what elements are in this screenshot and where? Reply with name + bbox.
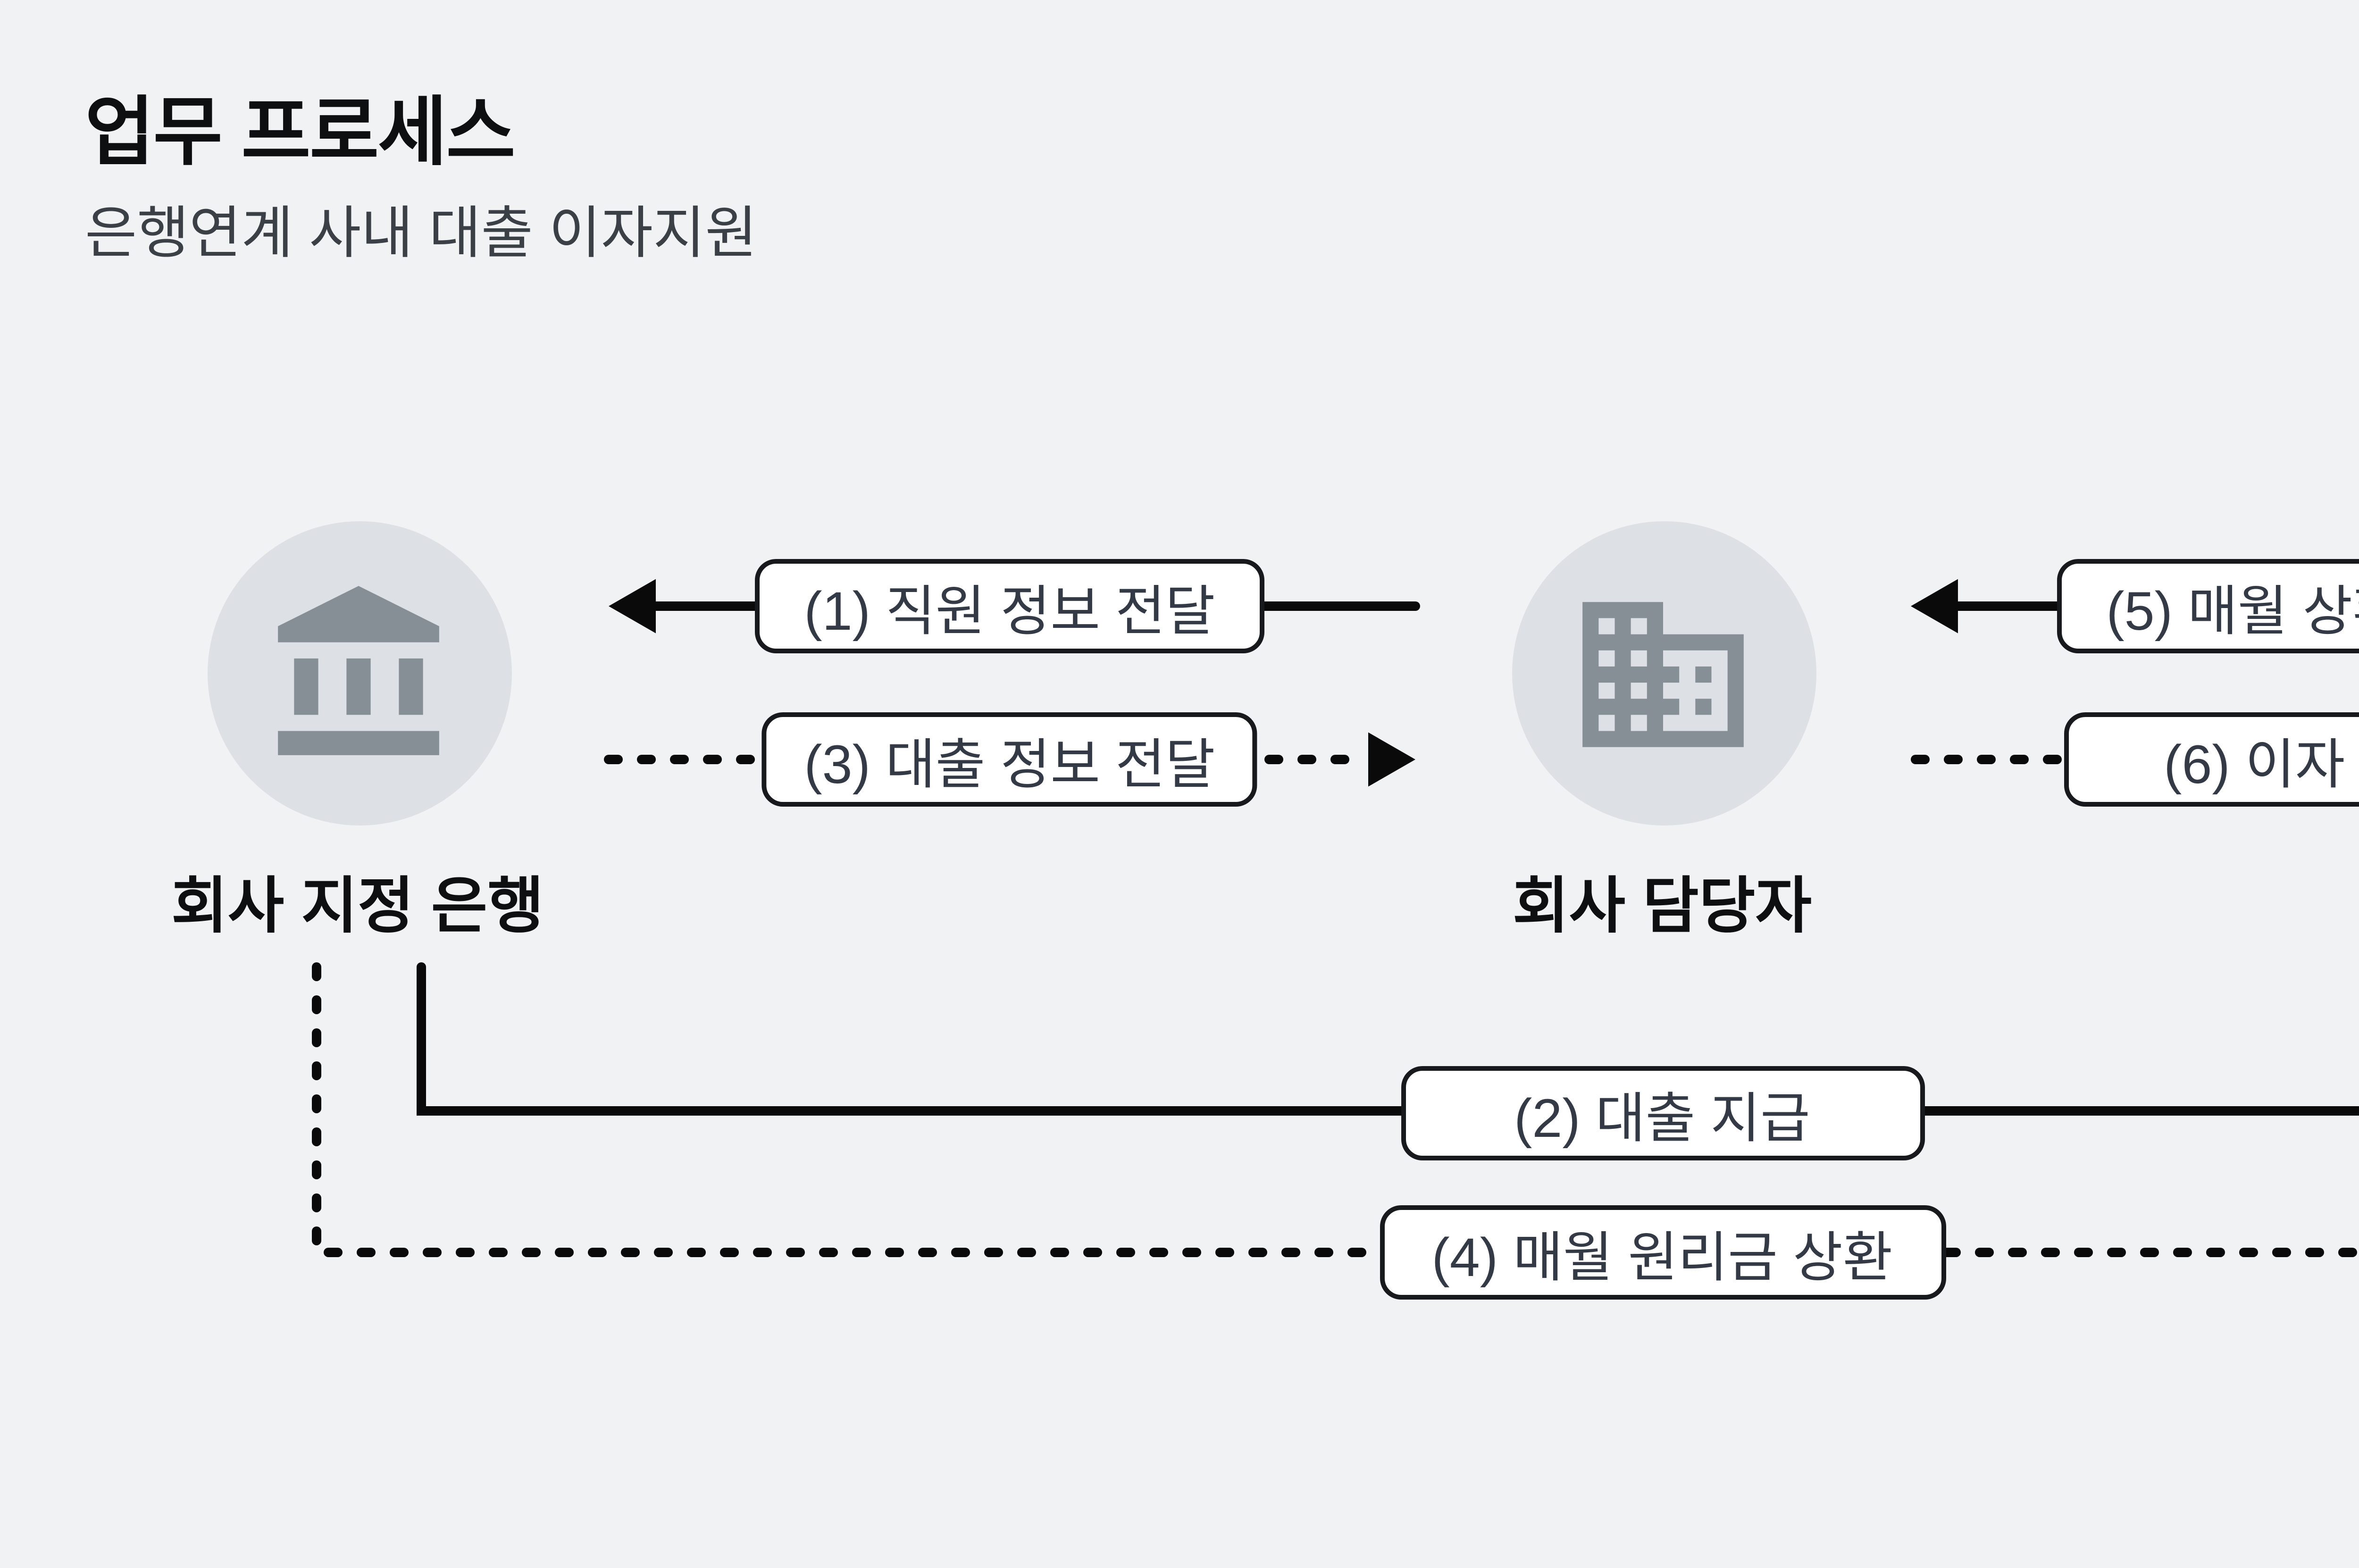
page-title: 업무 프로세스: [85, 90, 516, 175]
page-subtitle: 은행연계 사내 대출 이자지원: [85, 203, 757, 267]
flow-label-3: (3) 대출 정보 전달: [761, 712, 1258, 807]
flow-label-5: (5) 매월 상환 증빙: [2057, 559, 2359, 653]
flow2-route: [416, 962, 2359, 1116]
bank-icon: [278, 584, 440, 754]
entity-circle-bank: [206, 521, 511, 826]
flow-label-4: (4) 매월 원리금 상환: [1379, 1205, 1945, 1300]
flow1-arrowhead-left: [608, 579, 656, 634]
flow-label-6: (6) 이자 지원: [2064, 712, 2359, 807]
entity-label-company-manager: 회사 담당자: [1512, 870, 1812, 941]
entity-label-bank: 회사 지정 은행: [171, 870, 544, 941]
flow-label-1: (1) 직원 정보 전달: [755, 559, 1264, 653]
building-icon: [1582, 601, 1744, 746]
flow3-arrowhead-right: [1368, 732, 1415, 787]
flow-label-2: (2) 대출 지급: [1400, 1066, 1924, 1160]
flow4-route: [311, 962, 2359, 1257]
flow5-arrowhead-left: [1910, 579, 1958, 634]
entity-circle-company-manager: [1511, 521, 1815, 826]
